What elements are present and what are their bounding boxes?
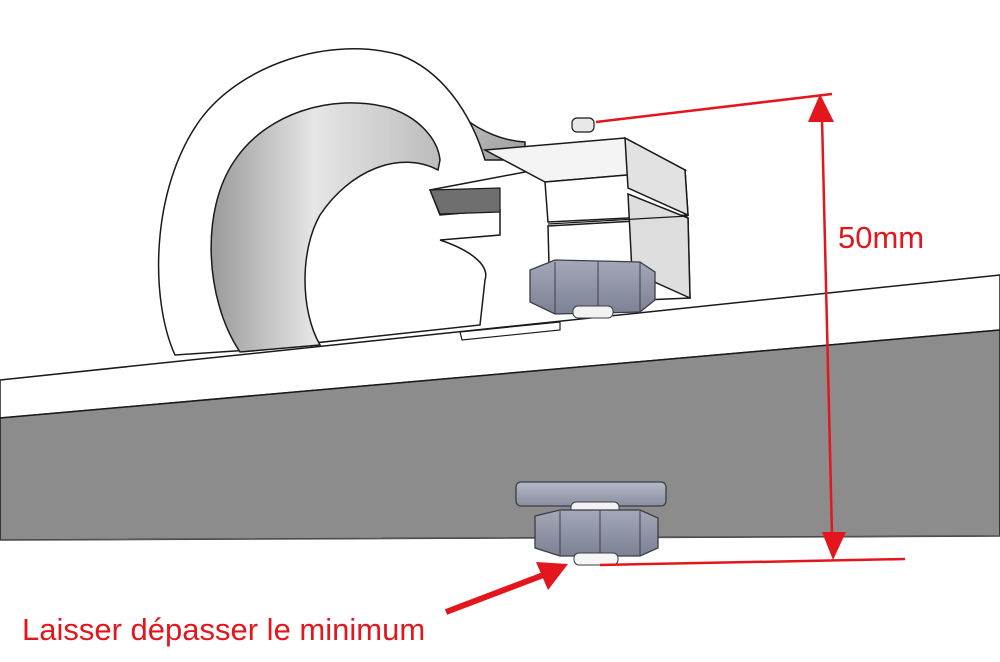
upper-nut [529,259,656,319]
plate-front-face [0,329,1000,541]
bolt-tip [573,552,619,566]
note-label: Laisser dépasser le minimum [22,612,426,647]
extension-line-top [595,92,833,124]
clamp-slot [429,187,501,215]
lower-nut [534,509,659,557]
pointer-arrow-head [536,562,568,590]
pointer-arrow-shaft [444,571,548,615]
extension-line-bottom [599,557,906,567]
pointer-annotation [444,562,568,615]
clamp-screw-head [571,117,595,133]
clamp-base-flange [459,321,561,341]
clamp-bore [210,102,441,353]
clamp-lug-upper-side [624,136,689,217]
pipe-clamp [157,48,691,356]
lower-fastener [515,481,667,566]
dimension-line [820,117,834,536]
dimension-arrow-bottom [822,532,846,560]
dimension-label: 50mm [838,220,925,255]
dimension-arrow-top [808,94,834,122]
plate-top-face [0,274,1000,419]
base-plate [0,274,1000,541]
dimension-annotation [595,92,906,567]
